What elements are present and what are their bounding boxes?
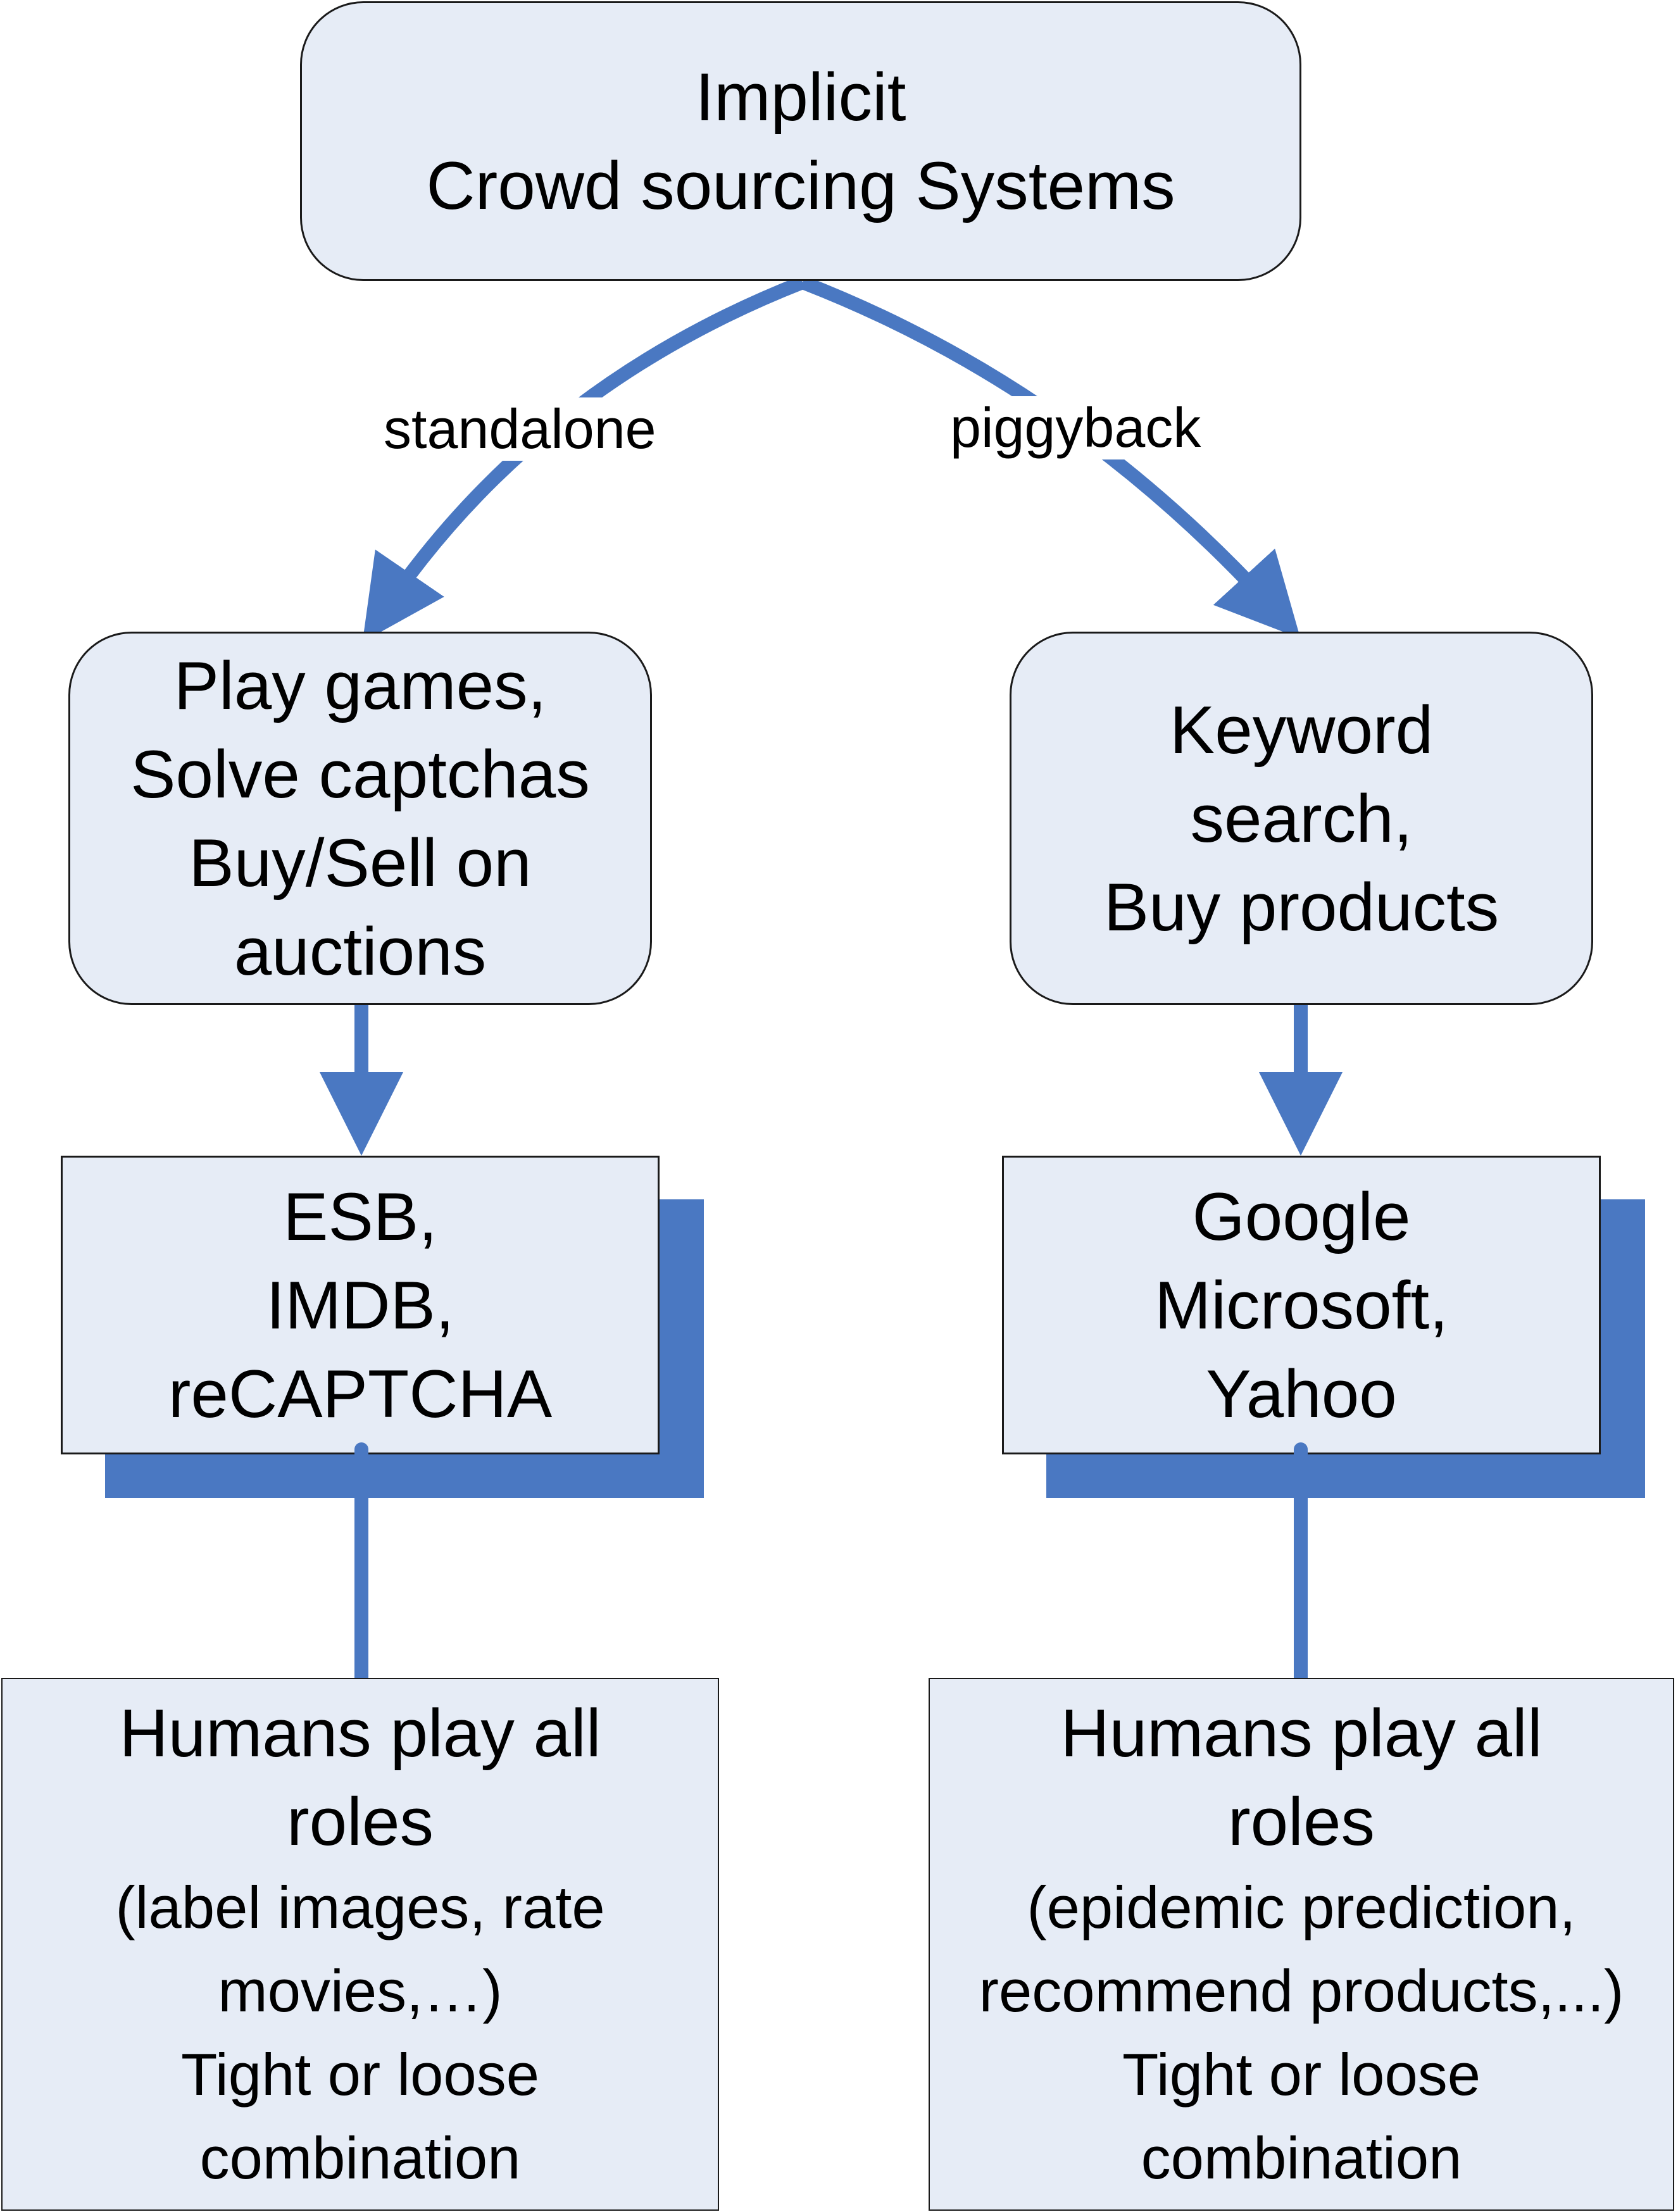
left-roles-detail-1: (label images, rate <box>115 1874 605 1940</box>
left-systems-line-3: reCAPTCHA <box>168 1356 553 1432</box>
right-roles-combo-2: combination <box>1141 2125 1462 2191</box>
root-line-2: Crowd sourcing Systems <box>426 147 1175 223</box>
right-activity-line-2: search, <box>1190 780 1413 856</box>
edge-label-standalone: standalone <box>372 397 668 461</box>
right-systems-node: Google Microsoft, Yahoo <box>1002 1156 1601 1454</box>
left-systems-node: ESB, IMDB, reCAPTCHA <box>61 1156 660 1454</box>
left-systems-line-1: ESB, <box>283 1178 437 1254</box>
left-activity-line-3: Buy/Sell on <box>189 825 532 901</box>
left-activity-line-4: auctions <box>234 913 487 989</box>
right-systems-line-2: Microsoft, <box>1155 1267 1448 1343</box>
right-roles-title-1: Humans play all <box>1060 1695 1543 1771</box>
right-roles-detail-2: recommend products,...) <box>979 1958 1624 2024</box>
edge-label-piggyback: piggyback <box>939 396 1213 459</box>
left-roles-title-1: Humans play all <box>119 1695 601 1771</box>
right-systems-line-1: Google <box>1192 1178 1411 1254</box>
left-activity-node: Play games, Solve captchas Buy/Sell on a… <box>68 632 652 1005</box>
left-roles-node: Humans play all roles (label images, rat… <box>1 1678 719 2211</box>
right-roles-combo-1: Tight or loose <box>1122 2041 1481 2108</box>
right-activity-node: Keyword search, Buy products <box>1010 632 1593 1005</box>
right-roles-node: Humans play all roles (epidemic predicti… <box>929 1678 1674 2211</box>
root-node: Implicit Crowd sourcing Systems <box>300 1 1301 281</box>
right-roles-title-2: roles <box>1228 1784 1375 1859</box>
right-activity-line-1: Keyword <box>1169 692 1434 768</box>
right-roles-detail-1: (epidemic prediction, <box>1027 1874 1576 1940</box>
left-roles-combo-2: combination <box>199 2125 521 2191</box>
left-activity-line-1: Play games, <box>173 647 547 723</box>
right-systems-line-3: Yahoo <box>1206 1356 1397 1432</box>
left-roles-title-2: roles <box>287 1784 434 1859</box>
left-systems-line-2: IMDB, <box>266 1267 454 1343</box>
left-activity-line-2: Solve captchas <box>130 736 590 812</box>
left-roles-combo-1: Tight or loose <box>180 2041 540 2108</box>
root-line-1: Implicit <box>695 59 906 135</box>
right-activity-line-3: Buy products <box>1103 869 1500 945</box>
left-roles-detail-2: movies,…) <box>218 1958 503 2024</box>
